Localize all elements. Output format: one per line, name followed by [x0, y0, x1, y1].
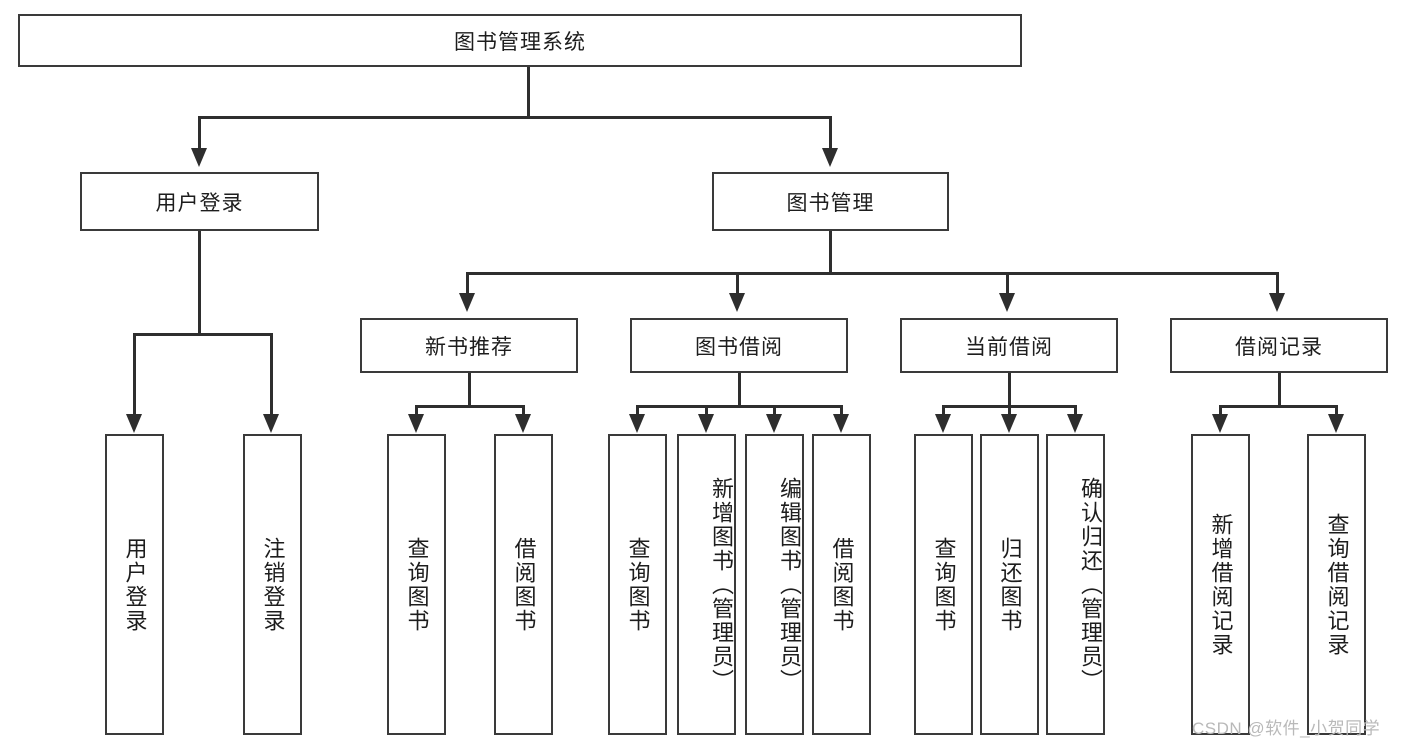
connector-book-manage-bar	[466, 272, 1278, 275]
node-label: 图书管理	[786, 191, 875, 215]
connector-new-book-to-leaf-2	[522, 405, 525, 416]
connector-user-login-to-leaf-1	[133, 333, 136, 416]
node-label: 注销登录	[260, 536, 286, 633]
arrow-new-book-to-leaf-1	[408, 414, 424, 433]
leaf-query-book-borrow[interactable]: 查询图书	[608, 434, 667, 735]
leaf-return-book[interactable]: 归还图书	[980, 434, 1039, 735]
connector-root-to-user-login	[198, 116, 201, 150]
connector-borrow-records-to-leaf-2	[1335, 405, 1338, 416]
leaf-logout[interactable]: 注销登录	[243, 434, 302, 735]
node-label: 查询图书	[404, 536, 430, 633]
arrow-book-borrow-to-leaf-2	[698, 414, 714, 433]
connector-book-manage-to-level2-2	[736, 272, 739, 295]
node-label: 当前借阅	[965, 335, 1053, 359]
arrow-root-to-user-login	[191, 148, 207, 167]
connector-current-borrow-to-leaf-3	[1074, 405, 1077, 416]
connector-book-borrow-to-leaf-1	[636, 405, 639, 416]
node-label: 借阅记录	[1235, 335, 1323, 359]
node-book-management[interactable]: 图书管理	[712, 172, 949, 231]
arrow-book-borrow-to-leaf-1	[629, 414, 645, 433]
connector-book-manage-to-level2-3	[1006, 272, 1009, 295]
leaf-confirm-return-admin[interactable]: 确认归还（管理员）	[1046, 434, 1105, 735]
leaf-add-borrow-record[interactable]: 新增借阅记录	[1191, 434, 1250, 735]
node-user-login[interactable]: 用户登录	[80, 172, 319, 231]
connector-new-book-stem	[468, 373, 471, 407]
arrow-book-manage-to-level2-1	[459, 293, 475, 312]
node-label: 图书借阅	[695, 335, 783, 359]
connector-book-manage-stem	[829, 231, 832, 274]
connector-root-bar	[198, 116, 832, 119]
arrow-book-manage-to-level2-4	[1269, 293, 1285, 312]
arrow-current-borrow-to-leaf-2	[1001, 414, 1017, 433]
connector-book-borrow-bar	[636, 405, 842, 408]
connector-borrow-records-bar	[1219, 405, 1337, 408]
arrow-new-book-to-leaf-2	[515, 414, 531, 433]
connector-current-borrow-to-leaf-2	[1008, 405, 1011, 416]
node-label: 归还图书	[997, 536, 1023, 633]
connector-new-book-to-leaf-1	[415, 405, 418, 416]
connector-book-borrow-to-leaf-3	[773, 405, 776, 416]
connector-book-borrow-to-leaf-4	[840, 405, 843, 416]
node-label: 用户登录	[122, 536, 148, 633]
node-label: 借阅图书	[829, 536, 855, 633]
connector-borrow-records-stem	[1278, 373, 1281, 407]
connector-borrow-records-to-leaf-1	[1219, 405, 1222, 416]
node-borrow-records[interactable]: 借阅记录	[1170, 318, 1388, 373]
leaf-query-book-current[interactable]: 查询图书	[914, 434, 973, 735]
node-label: 图书管理系统	[454, 30, 586, 54]
node-label: 查询借阅记录	[1324, 512, 1350, 657]
watermark-text: CSDN @软件_小贺同学	[1192, 719, 1381, 738]
arrow-book-borrow-to-leaf-3	[766, 414, 782, 433]
connector-root-stem	[527, 67, 530, 117]
connector-current-borrow-to-leaf-1	[942, 405, 945, 416]
arrow-book-manage-to-level2-2	[729, 293, 745, 312]
arrow-book-manage-to-level2-3	[999, 293, 1015, 312]
node-current-borrow[interactable]: 当前借阅	[900, 318, 1118, 373]
leaf-user-login[interactable]: 用户登录	[105, 434, 164, 735]
arrow-borrow-records-to-leaf-2	[1328, 414, 1344, 433]
node-root-system[interactable]: 图书管理系统	[18, 14, 1022, 67]
connector-new-book-bar	[415, 405, 525, 408]
connector-user-login-stem	[198, 231, 201, 335]
leaf-query-book-recommend[interactable]: 查询图书	[387, 434, 446, 735]
node-label: 用户登录	[155, 191, 244, 215]
node-label: 新增图书（管理员）	[709, 476, 734, 693]
connector-current-borrow-stem	[1008, 373, 1011, 407]
node-label: 编辑图书（管理员）	[777, 476, 802, 693]
arrow-user-login-to-leaf-2	[263, 414, 279, 433]
arrow-current-borrow-to-leaf-3	[1067, 414, 1083, 433]
leaf-borrow-book-recommend[interactable]: 借阅图书	[494, 434, 553, 735]
connector-book-borrow-stem	[738, 373, 741, 407]
arrow-book-borrow-to-leaf-4	[833, 414, 849, 433]
connector-user-login-to-leaf-2	[270, 333, 273, 416]
node-label: 新书推荐	[425, 335, 513, 359]
node-label: 查询图书	[931, 536, 957, 633]
node-label: 新增借阅记录	[1208, 512, 1234, 657]
arrow-user-login-to-leaf-1	[126, 414, 142, 433]
leaf-query-borrow-record[interactable]: 查询借阅记录	[1307, 434, 1366, 735]
connector-book-borrow-to-leaf-2	[705, 405, 708, 416]
leaf-add-book-admin[interactable]: 新增图书（管理员）	[677, 434, 736, 735]
connector-book-manage-to-level2-1	[466, 272, 469, 295]
node-label: 确认归还（管理员）	[1078, 476, 1103, 693]
connector-user-login-bar	[133, 333, 272, 336]
connector-root-to-book-manage	[829, 116, 832, 150]
node-label: 查询图书	[625, 536, 651, 633]
arrow-current-borrow-to-leaf-1	[935, 414, 951, 433]
leaf-borrow-book[interactable]: 借阅图书	[812, 434, 871, 735]
node-label: 借阅图书	[511, 536, 537, 633]
node-book-borrow[interactable]: 图书借阅	[630, 318, 848, 373]
leaf-edit-book-admin[interactable]: 编辑图书（管理员）	[745, 434, 804, 735]
arrow-borrow-records-to-leaf-1	[1212, 414, 1228, 433]
node-new-book-recommend[interactable]: 新书推荐	[360, 318, 578, 373]
connector-book-manage-to-level2-4	[1276, 272, 1279, 295]
arrow-root-to-book-manage	[822, 148, 838, 167]
